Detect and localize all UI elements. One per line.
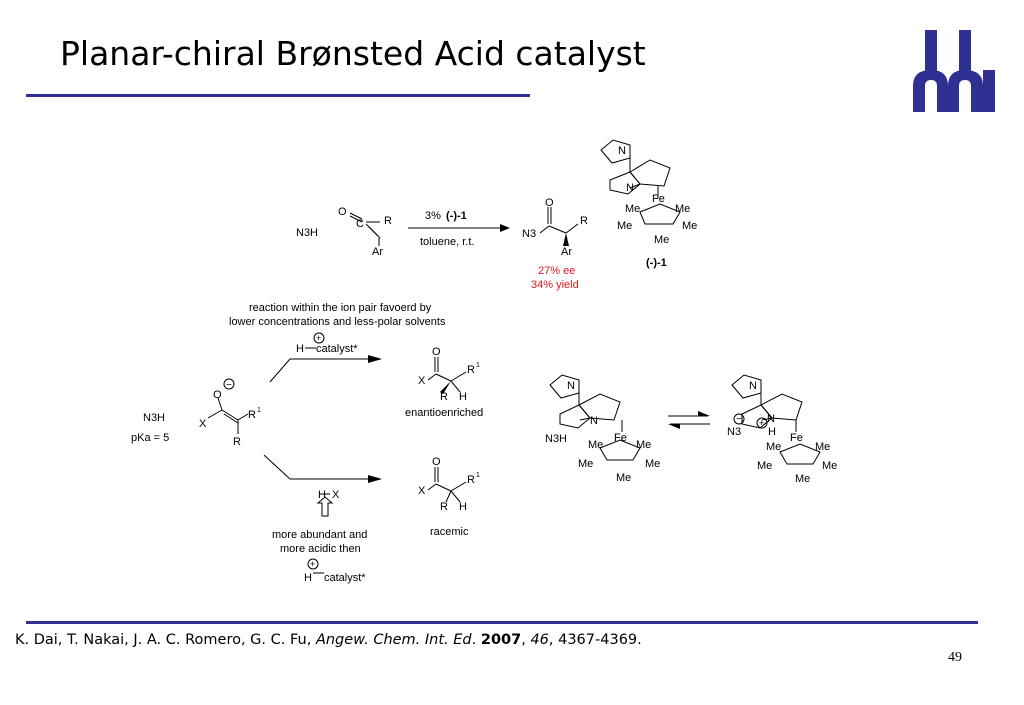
h-atom: H: [296, 343, 304, 355]
hx-h: H: [318, 489, 326, 501]
racemic-r1: R: [467, 474, 475, 486]
racemic-sup: 1: [476, 472, 480, 479]
slide-title: Planar-chiral Brønsted Acid catalyst: [60, 34, 646, 73]
citation-separator: .: [471, 632, 481, 648]
footer-divider: [26, 621, 978, 624]
ion-pair-note: lower concentrations and less-polar solv…: [229, 316, 446, 328]
enantio-r: R: [440, 391, 448, 403]
eq-left-me: Me: [588, 439, 603, 451]
citation-journal: Angew. Chem. Int. Ed: [315, 632, 472, 648]
racemic-r: R: [440, 501, 448, 513]
ketene-ar: Ar: [372, 246, 383, 258]
racemic-o: O: [432, 456, 441, 468]
enantio-x: X: [418, 375, 426, 387]
plus-sign: +: [759, 418, 764, 428]
eq-left-n: N: [590, 415, 598, 427]
minus-sign: −: [736, 414, 742, 425]
enolate-o: O: [213, 389, 222, 401]
catalyst-label: (-)-1: [646, 257, 667, 269]
eq-right-fe: Fe: [790, 432, 803, 444]
citation: K. Dai, T. Nakai, J. A. C. Romero, G. C.…: [15, 632, 642, 648]
catalyst-star: catalyst*: [324, 572, 366, 584]
eq-left-me: Me: [578, 458, 593, 470]
racemic-h: H: [459, 501, 467, 513]
title-divider: [26, 94, 530, 97]
catalyst-me: Me: [675, 203, 690, 215]
hx-x: X: [332, 489, 340, 501]
citation-authors: K. Dai, T. Nakai, J. A. C. Romero, G. C.…: [15, 632, 316, 648]
catalyst-star: catalyst*: [316, 343, 358, 355]
ion-pair-note: reaction within the ion pair favoerd by: [249, 302, 432, 314]
catalyst-loading: 3%: [425, 210, 441, 222]
ketene-o: O: [338, 206, 347, 218]
eq-left-me: Me: [645, 458, 660, 470]
eq-right-me: Me: [822, 460, 837, 472]
acid-hn3: N3H: [143, 412, 165, 424]
plus-sign: +: [310, 559, 315, 569]
enolate-r: R: [233, 436, 241, 448]
enantio-o: O: [432, 346, 441, 358]
eq-left-hn3: N3H: [545, 433, 567, 445]
reagent-hn3: N3H: [296, 227, 318, 239]
eq-right-me: Me: [757, 460, 772, 472]
citation-volume: 46: [530, 632, 549, 648]
page-number: 49: [948, 650, 962, 665]
product-n3: N3: [522, 228, 536, 240]
catalyst-name: (-)-1: [446, 210, 467, 222]
pka-value: pKa = 5: [131, 432, 169, 444]
catalyst-me: Me: [625, 203, 640, 215]
ee-value: 27% ee: [538, 265, 575, 277]
h-atom: H: [304, 572, 312, 584]
ketene-r: R: [384, 215, 392, 227]
racemic-label: racemic: [430, 526, 469, 538]
plus-sign: +: [316, 333, 321, 343]
eq-left-n: N: [567, 380, 575, 392]
product-o: O: [545, 197, 554, 209]
eq-right-n: N: [749, 380, 757, 392]
enantio-sup: 1: [476, 362, 480, 369]
eq-right-n: N: [767, 413, 775, 425]
citation-pages: , 4367-4369.: [548, 632, 642, 648]
catalyst-n: N: [618, 145, 626, 157]
university-logo: [913, 30, 995, 112]
enantio-r1: R: [467, 364, 475, 376]
enolate-r1: R: [248, 409, 256, 421]
enantio-h: H: [459, 391, 467, 403]
acidity-note: more acidic then: [280, 543, 361, 555]
product-ar: Ar: [561, 246, 572, 258]
eq-right-h: H: [768, 426, 776, 438]
catalyst-fe: Fe: [652, 193, 665, 205]
reaction-conditions: toluene, r.t.: [420, 236, 474, 248]
yield-value: 34% yield: [531, 279, 579, 291]
eq-left-me: Me: [636, 439, 651, 451]
catalyst-me: Me: [682, 220, 697, 232]
racemic-x: X: [418, 485, 426, 497]
product-r: R: [580, 215, 588, 227]
ketene-c: C: [356, 218, 364, 230]
eq-right-me: Me: [815, 441, 830, 453]
eq-right-me: Me: [766, 441, 781, 453]
citation-year: 2007: [480, 632, 522, 648]
citation-separator: ,: [521, 632, 531, 648]
enantio-label: enantioenriched: [405, 407, 483, 419]
catalyst-me: Me: [617, 220, 632, 232]
catalyst-me: Me: [654, 234, 669, 246]
acidity-note: more abundant and: [272, 529, 367, 541]
eq-right-me: Me: [795, 473, 810, 485]
minus-sign: −: [226, 380, 232, 391]
enolate-sup: 1: [257, 407, 261, 414]
eq-left-fe: Fe: [614, 432, 627, 444]
catalyst-n: N: [626, 182, 634, 194]
eq-right-n3: N3: [727, 426, 741, 438]
enolate-x: X: [199, 418, 207, 430]
eq-left-me: Me: [616, 472, 631, 484]
